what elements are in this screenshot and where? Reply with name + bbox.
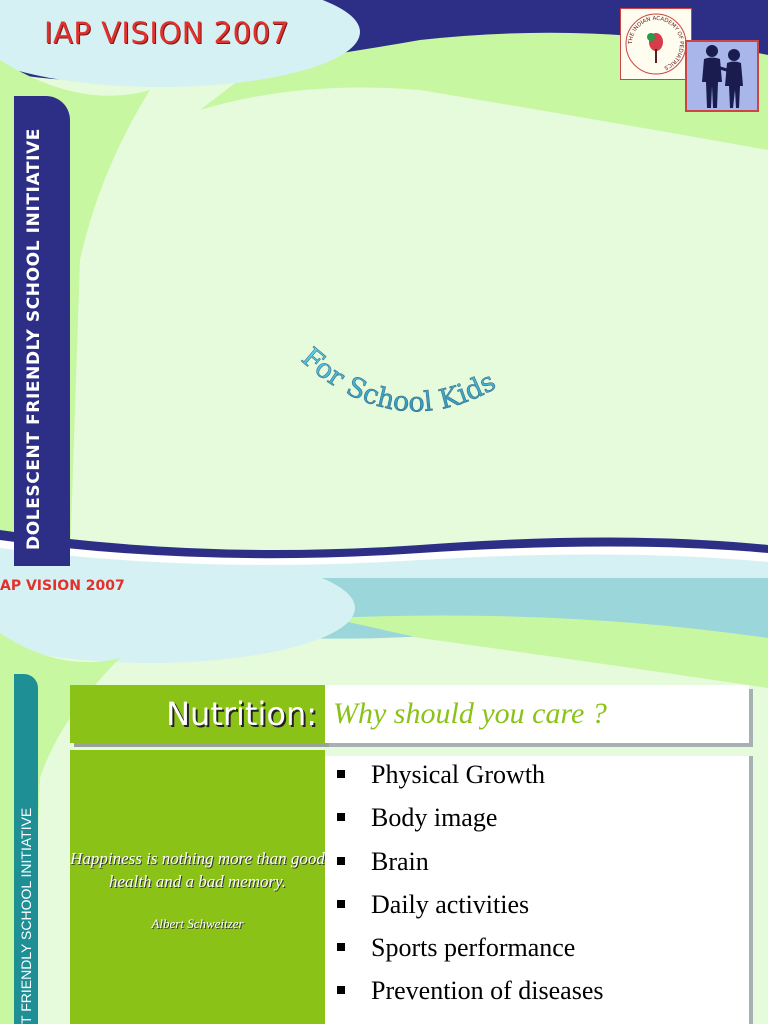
list-item: Prevention of diseases	[335, 972, 604, 1015]
list-item: Daily activities	[335, 886, 604, 929]
slide-1: DOLESCENT FRIENDLY SCHOOL INITIATIVE IAP…	[0, 0, 768, 578]
arc-text-label: For School Kids	[295, 342, 501, 419]
quote-box: Happiness is nothing more than good heal…	[70, 750, 325, 1024]
slide-2: AP VISION 2007 T FRIENDLY SCHOOL INITIAT…	[0, 578, 768, 1024]
subheading: Why should you care ?	[333, 697, 607, 730]
teen-couple-icon	[685, 40, 759, 112]
vertical-banner	[14, 96, 70, 566]
bullet-text: Brain	[371, 846, 429, 876]
bullet-text: Body image	[371, 803, 498, 833]
subheading-box: Why should you care ?	[325, 685, 749, 743]
bullet-square-icon	[337, 770, 345, 778]
svg-text:For School Kids: For School Kids	[295, 342, 500, 418]
list-item: Physical Growth	[335, 756, 604, 799]
list-item: Brain	[335, 843, 604, 886]
iap-logo-icon: THE INDIAN ACADEMY OF PEDIATRICS	[620, 8, 692, 80]
vertical-banner-2	[14, 674, 38, 1024]
bullet-text: Physical Growth	[371, 760, 546, 789]
vertical-banner-2-text: T FRIENDLY SCHOOL INITIATIVE	[18, 807, 34, 1024]
slide-2-title: AP VISION 2007	[0, 578, 125, 594]
quote-author: Albert Schweitzer	[151, 916, 244, 931]
bullet-text: Prevention of diseases	[371, 976, 604, 1006]
slide-1-background	[0, 0, 768, 578]
bullet-square-icon	[337, 899, 345, 908]
bullet-text: Sports performance	[371, 933, 576, 963]
quote-text: Happiness is nothing more than good heal…	[70, 849, 325, 891]
arc-text: For School Kids	[295, 342, 501, 419]
bullet-square-icon	[337, 813, 345, 822]
bullet-list-box: Physical Growth Body image Brain Daily a…	[325, 756, 749, 1024]
vertical-banner-text: DOLESCENT FRIENDLY SCHOOL INITIATIVE	[24, 127, 44, 550]
list-item: Body image	[335, 799, 604, 842]
bullet-text: Daily activities	[371, 889, 530, 919]
slide-1-title: IAP VISION 2007	[44, 16, 290, 50]
bullet-square-icon	[337, 856, 345, 865]
list-item: Sports performance	[335, 929, 604, 972]
bullet-square-icon	[337, 986, 345, 995]
bullet-list: Physical Growth Body image Brain Daily a…	[335, 756, 604, 1016]
nutrition-heading: Nutrition:	[166, 695, 317, 733]
nutrition-heading-box: Nutrition:	[70, 685, 325, 743]
bullet-square-icon	[337, 943, 345, 952]
